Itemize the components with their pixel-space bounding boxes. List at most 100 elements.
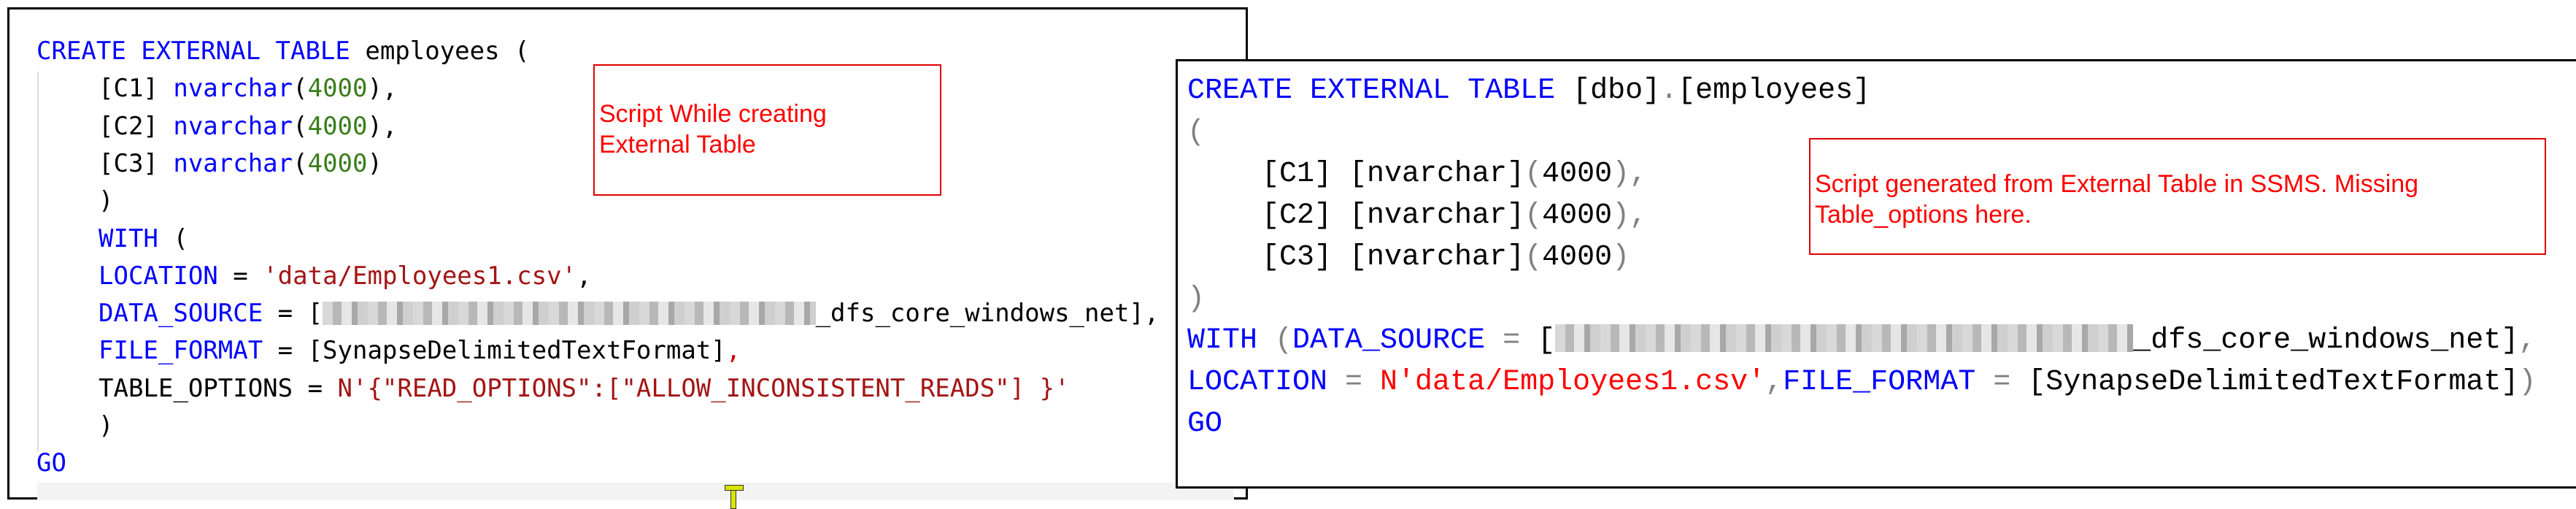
code-token: )	[1612, 241, 1630, 274]
annotation-line: Script While creating	[599, 100, 827, 128]
code-token: [C2] [nvarchar]	[1262, 199, 1525, 232]
code-token: [C3] [nvarchar]	[1262, 241, 1525, 274]
code-token: (	[1257, 324, 1293, 357]
code-token: =	[1975, 366, 2029, 399]
code-token: (	[158, 223, 188, 253]
code-line: TABLE_OPTIONS = N'{"READ_OPTIONS":["ALLO…	[99, 370, 1070, 407]
code-token: [C3]	[99, 148, 174, 178]
code-line: LOCATION = N'data/Employees1.csv',FILE_F…	[1187, 361, 2536, 403]
code-line: [C2] nvarchar(4000),	[99, 108, 397, 145]
code-token: nvarchar	[173, 148, 293, 178]
redacted-text	[323, 301, 816, 326]
code-token: )	[2518, 366, 2537, 399]
code-token: FILE_FORMAT	[1783, 366, 1976, 399]
code-token: 4000	[307, 111, 368, 141]
code-token: employees (	[350, 37, 530, 66]
code-token: 4000	[1542, 158, 1613, 191]
code-token: )	[99, 411, 114, 440]
code-token: [C1]	[99, 74, 174, 104]
code-token: 4000	[1542, 241, 1613, 274]
code-token: (	[1187, 116, 1206, 149]
code-token: (	[293, 148, 308, 178]
code-line: [C3] nvarchar(4000)	[99, 145, 382, 183]
code-token: (	[293, 74, 308, 104]
code-token: LOCATION	[99, 261, 218, 291]
annotation-line: Table_options here.	[1815, 201, 2032, 229]
code-token: ),	[1612, 158, 1648, 191]
code-token: FILE_FORMAT	[99, 336, 263, 366]
code-line: )	[99, 183, 113, 220]
annotation-box: Script While creating External Table	[593, 64, 941, 196]
code-token: 'data/Employees1.csv'	[263, 261, 577, 291]
code-line: FILE_FORMAT = [SynapseDelimitedTextForma…	[99, 332, 741, 370]
left-script-editor[interactable]: CREATE EXTERNAL TABLE employees ([C1] nv…	[7, 7, 1248, 509]
code-line: (	[1187, 112, 1205, 153]
code-token: (	[1524, 241, 1543, 274]
code-token: [SynapseDelimitedTextFormat]	[2028, 366, 2519, 399]
code-token: TABLE_OPTIONS =	[99, 373, 338, 403]
code-token: DATA_SOURCE	[1292, 324, 1486, 357]
annotation-line: External Table	[599, 131, 756, 158]
right-script-editor[interactable]: CREATE EXTERNAL TABLE [dbo].[employees] (…	[1176, 59, 2576, 489]
code-token: .	[1660, 74, 1678, 107]
code-token: ,	[576, 261, 592, 291]
code-token: [dbo]	[1555, 74, 1661, 107]
code-token: nvarchar	[173, 111, 293, 141]
code-token: )	[367, 148, 382, 178]
code-line: GO	[1187, 403, 1222, 445]
code-line: CREATE EXTERNAL TABLE [dbo].[employees]	[1187, 70, 1870, 112]
code-line: CREATE EXTERNAL TABLE employees (	[36, 33, 530, 70]
code-line: LOCATION = 'data/Employees1.csv',	[99, 258, 592, 295]
code-token: GO	[36, 448, 66, 478]
code-token: ),	[367, 74, 398, 104]
code-token: (	[293, 111, 308, 141]
code-token: _dfs_core_windows_net]	[2133, 324, 2519, 357]
code-token: WITH	[1187, 324, 1258, 357]
code-token: 4000	[307, 148, 368, 178]
code-token: WITH	[99, 223, 158, 253]
code-token: 4000	[1542, 199, 1613, 232]
code-line: WITH (	[99, 221, 188, 258]
code-line: [C3] [nvarchar](4000)	[1262, 237, 1630, 278]
code-token: [employees]	[1678, 74, 1871, 107]
code-token: = [	[263, 299, 323, 329]
code-token: ),	[367, 111, 398, 141]
code-token: =	[1327, 366, 1381, 399]
code-line: )	[1187, 278, 1205, 320]
annotation-line: Script generated from External Table in …	[1815, 170, 2419, 198]
code-token: DATA_SOURCE	[99, 299, 263, 329]
code-line: )	[99, 407, 113, 445]
code-token: (	[1524, 158, 1543, 191]
code-token: =	[217, 261, 263, 291]
code-line: WITH (DATA_SOURCE = [ _dfs_core_windows_n…	[1187, 320, 2536, 361]
annotation-box: Script generated from External Table in …	[1809, 138, 2546, 255]
code-token: 4000	[307, 74, 368, 104]
editor-status-strip	[37, 483, 1234, 500]
code-token: nvarchar	[173, 74, 293, 104]
code-token: CREATE EXTERNAL TABLE	[36, 37, 350, 66]
code-line: [C1] nvarchar(4000),	[99, 70, 397, 107]
code-token: _dfs_core_windows_net],	[815, 299, 1160, 329]
redacted-text	[1555, 324, 2134, 352]
code-token: N'{"READ_OPTIONS":["ALLOW_INCONSISTENT_R…	[337, 373, 1070, 403]
code-token: [C1] [nvarchar]	[1262, 158, 1525, 191]
code-token: ,	[725, 336, 741, 366]
code-token: ,	[2518, 324, 2537, 357]
code-token: CREATE EXTERNAL TABLE	[1187, 74, 1556, 107]
code-token: (	[1524, 199, 1543, 232]
code-token: [	[1538, 324, 1556, 357]
outline-guide	[37, 72, 39, 451]
code-line: [C1] [nvarchar](4000),	[1262, 153, 1647, 195]
code-line: GO	[36, 445, 66, 482]
code-token: )	[99, 186, 114, 216]
code-token: )	[1187, 283, 1206, 315]
code-token: ,	[1765, 366, 1783, 399]
code-token: LOCATION	[1187, 366, 1328, 399]
code-token: N'data/Employees1.csv'	[1380, 366, 1766, 399]
text-cursor-icon	[725, 485, 744, 509]
code-token: = [SynapseDelimitedTextFormat]	[263, 336, 726, 366]
code-line: [C2] [nvarchar](4000),	[1262, 195, 1647, 237]
code-token: =	[1485, 324, 1538, 357]
code-token: GO	[1187, 407, 1223, 440]
code-line: DATA_SOURCE = [ _dfs_core_windows_net],	[99, 295, 1159, 332]
